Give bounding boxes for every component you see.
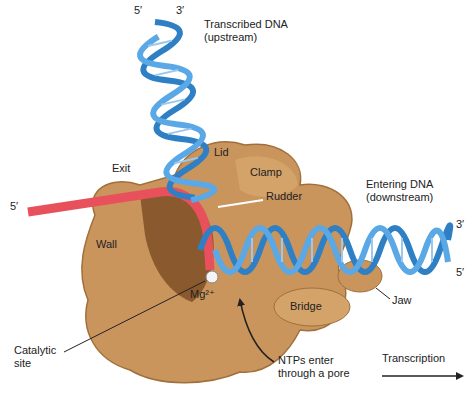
downstream-dna [200, 225, 450, 272]
ntp-arrow [240, 300, 274, 362]
strand-end: 5′ [10, 200, 18, 213]
jaw-leader [376, 288, 390, 299]
rna-strand [28, 192, 210, 270]
part-label: Clamp [250, 166, 282, 179]
dna-label: Entering DNA (downstream) [366, 178, 464, 204]
bridge-lobe [274, 288, 350, 326]
site-label: Catalytic site [14, 344, 74, 370]
strand-end: 3′ [456, 218, 464, 231]
strand-end: 5′ [456, 266, 464, 279]
part-label: Exit [112, 162, 130, 175]
part-label: Lid [214, 146, 229, 159]
rudder-leader [218, 200, 263, 207]
dna-label: Transcribed DNA (upstream) [204, 18, 300, 44]
strand-end: 5′ [134, 4, 142, 17]
note-label: NTPs enter through a pore [278, 354, 360, 380]
part-label: Bridge [290, 300, 322, 313]
direction-label: Transcription [382, 352, 445, 365]
ion-label: Mg²⁺ [190, 288, 215, 301]
part-label: Jaw [392, 294, 412, 307]
catalytic-leader [64, 281, 205, 352]
upstream-dna [134, 17, 217, 204]
part-label: Wall [96, 238, 117, 251]
strand-end: 3′ [176, 4, 184, 17]
transcription-arrow [382, 375, 462, 377]
magnesium-ion [206, 271, 218, 283]
part-label: Rudder [266, 190, 302, 203]
